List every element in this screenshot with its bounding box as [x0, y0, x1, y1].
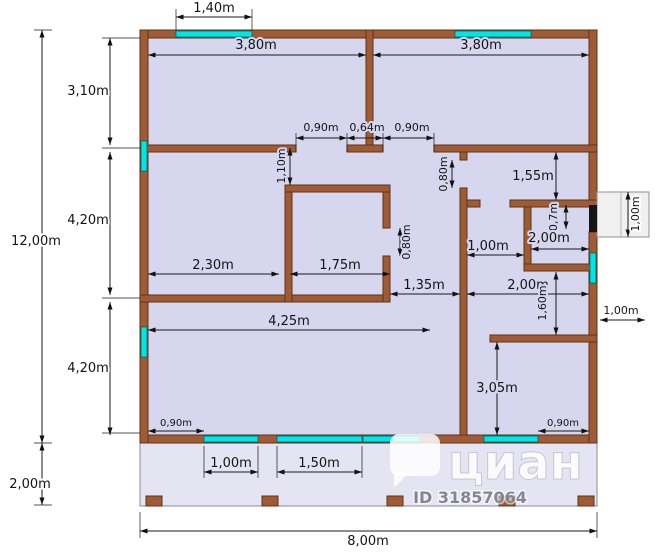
wall-closet-top: [284, 184, 391, 193]
window-right: [589, 252, 597, 284]
label-top-window: 1,40m: [193, 1, 235, 16]
label-door-left: 0,90m: [303, 121, 338, 134]
wall-mid-horizontal-b: [346, 144, 384, 153]
label-window-150: 1,50m: [298, 456, 340, 471]
wall-closet-left: [284, 191, 293, 303]
wall-vertical-right-b: [459, 187, 468, 436]
entrance-porch: [589, 191, 650, 238]
label-offset-090r: 0,90m: [547, 418, 579, 429]
watermark-pin-tail: [394, 472, 410, 488]
label-door-080a: 0,80m: [437, 156, 450, 191]
wall-bottom-right-room-top: [489, 334, 598, 343]
watermark-listing-id: ID 31857064: [413, 488, 527, 507]
window-top-right: [454, 30, 532, 38]
watermark-brand: циан: [448, 435, 583, 491]
window-left-upper: [140, 140, 148, 172]
wall-mid-horizontal-c: [433, 144, 598, 153]
label-offset-090l: 0,90m: [160, 418, 192, 429]
dimension-labels: 1,40m 3,80m 3,80m 3,10m 12,00m 4,20m 4,2…: [7, 0, 644, 551]
label-terrace-height: 2,00m: [9, 477, 51, 492]
label-room-155: 1,55m: [512, 169, 554, 184]
terrace-piers: [145, 495, 595, 507]
watermark-pin-icon: [390, 434, 440, 476]
label-height-top: 3,10m: [67, 84, 109, 99]
label-right-100: 1,00m: [603, 304, 638, 317]
wall-hall-top-a: [466, 199, 481, 208]
label-hall2-160: 1,60m: [536, 285, 549, 320]
wall-right-upper: [588, 29, 598, 206]
entry-door-opening: [589, 205, 597, 232]
wall-left: [139, 29, 149, 444]
label-height-mid: 4,20m: [67, 213, 109, 228]
label-height-total: 12,00m: [11, 234, 61, 249]
window-bottom-2: [276, 435, 363, 443]
label-230: 2,30m: [192, 258, 234, 273]
label-135: 1,35m: [403, 278, 445, 293]
terrace: [139, 442, 598, 507]
interior-walls: [139, 29, 598, 436]
label-hall2-200: 2,00m: [507, 278, 549, 293]
dimension-lines: [39, 14, 645, 534]
label-entry-07: 0,7m: [547, 203, 560, 231]
wall-hall-bottom: [523, 263, 598, 272]
window-bottom-1: [203, 435, 259, 443]
wall-vertical-right-a: [459, 151, 468, 161]
label-total-width: 8,00m: [347, 534, 389, 549]
label-hall-200: 2,00m: [528, 231, 570, 246]
label-opening-110: 1,10m: [275, 148, 288, 183]
label-closet-door: 0,80m: [400, 224, 413, 259]
label-height-bottom: 4,20m: [67, 361, 109, 376]
window-bottom-4: [483, 435, 539, 443]
wall-lower-left-horizontal: [139, 294, 391, 303]
label-305: 3,05m: [476, 381, 518, 396]
wall-mid-horizontal-a: [139, 144, 297, 153]
label-corridor-100: 1,00m: [467, 239, 509, 254]
watermark: циан ID 31857064: [390, 434, 583, 509]
label-175: 1,75m: [319, 258, 361, 273]
label-425: 4,25m: [268, 314, 310, 329]
wall-closet-right-b: [382, 255, 391, 303]
label-wall-064: 0,64m: [349, 121, 384, 134]
label-room-tr: 3,80m: [460, 38, 502, 53]
window-left-lower: [140, 326, 148, 358]
label-door-right: 0,90m: [394, 121, 429, 134]
label-window-100: 1,00m: [210, 456, 252, 471]
label-porch-100: 1,00m: [629, 196, 642, 231]
window-top-left: [175, 30, 253, 38]
wall-closet-right-a: [382, 191, 391, 229]
label-room-tl: 3,80m: [235, 38, 277, 53]
